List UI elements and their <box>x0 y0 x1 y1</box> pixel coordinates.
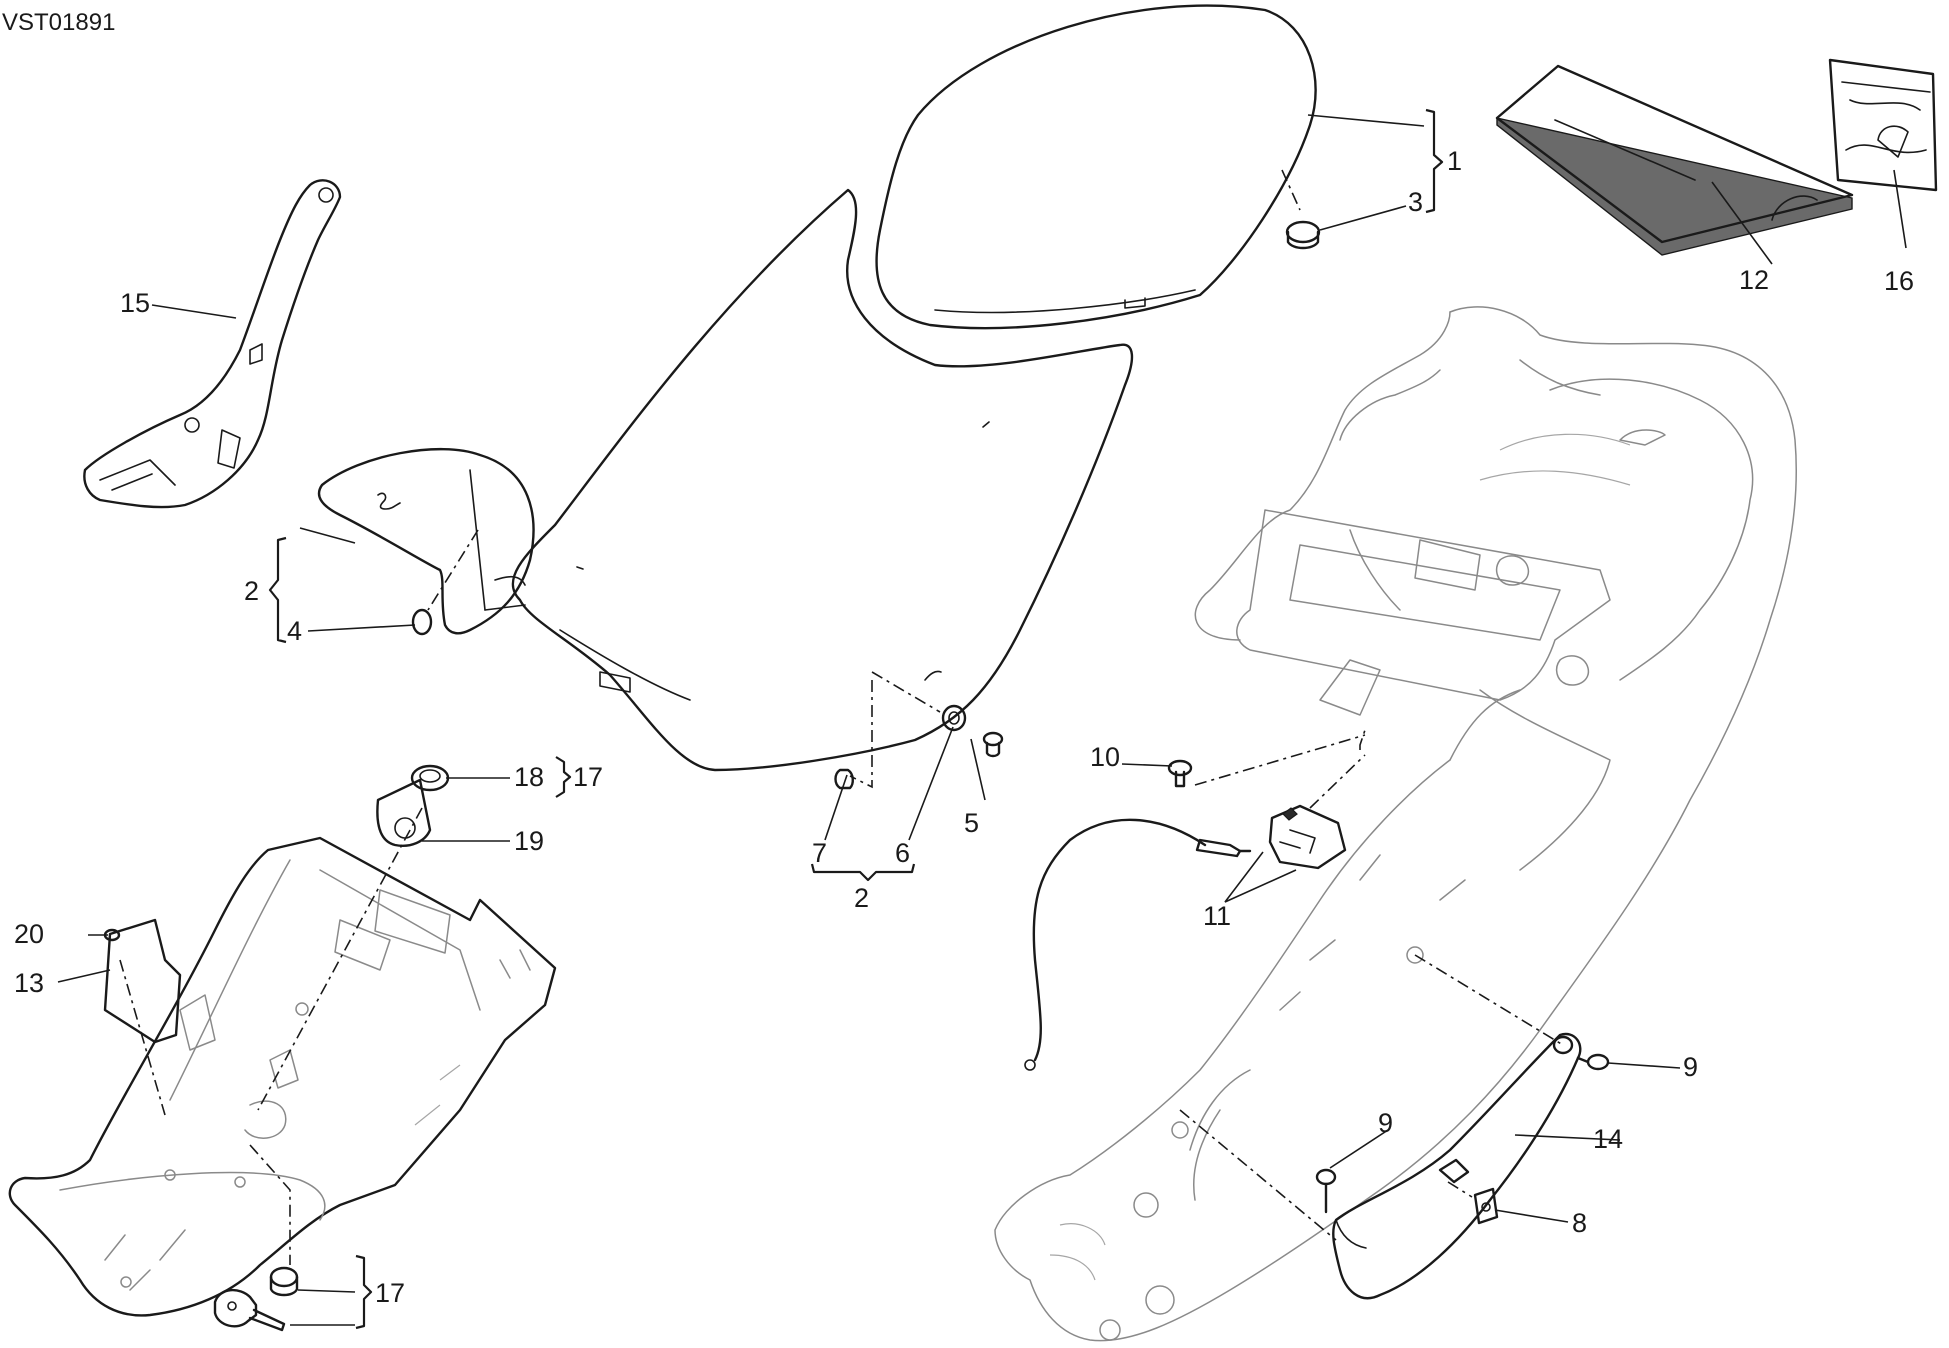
callout-16: 16 <box>1884 266 1914 296</box>
seat-support-bracket <box>83 179 342 509</box>
dash-line-9 <box>1414 954 1564 1046</box>
seat-fastener-screw <box>834 671 1004 790</box>
callout-10: 10 <box>1090 742 1120 772</box>
dash-line-8 <box>1447 1181 1473 1198</box>
seat-grab-tray <box>317 447 535 635</box>
dash-line-13 <box>119 959 166 1116</box>
callout-4: 4 <box>287 616 302 646</box>
ignition-key <box>213 1288 286 1332</box>
side-cover <box>1332 1032 1582 1300</box>
rubber-buffer <box>1285 220 1321 250</box>
rear-subframe <box>994 306 1797 1342</box>
dash-line-10 <box>1194 734 1366 786</box>
leader-lines <box>57 114 1907 1326</box>
owners-manual <box>1495 64 1854 256</box>
screw-9-right <box>1576 1053 1610 1071</box>
callout-9-lower: 9 <box>1378 1108 1393 1138</box>
tool-pouch <box>1828 58 1938 192</box>
callout-11: 11 <box>1203 901 1231 931</box>
callout-3: 3 <box>1408 187 1423 217</box>
undertray <box>8 836 557 1317</box>
seat-lock-barrel <box>269 1266 299 1297</box>
callout-15: 15 <box>120 288 150 318</box>
drawing-code: VST01891 <box>2 9 115 36</box>
callout-6: 6 <box>895 838 910 868</box>
braces <box>268 108 1444 1330</box>
callout-12: 12 <box>1739 265 1769 295</box>
grommet <box>411 608 433 636</box>
seat-lock-mechanism <box>1268 804 1347 870</box>
callout-20: 20 <box>14 919 44 949</box>
screw-10 <box>1167 759 1193 788</box>
passenger-seat <box>511 188 1134 772</box>
callout-2-left: 2 <box>244 576 259 606</box>
dash-line-9b <box>1179 1109 1337 1241</box>
callout-1: 1 <box>1447 146 1462 176</box>
callout-8: 8 <box>1572 1208 1587 1238</box>
dash-line-11 <box>1309 729 1366 809</box>
callout-labels: 1 3 12 16 15 2 4 5 6 7 2 10 11 9 9 14 8 … <box>14 146 1914 1308</box>
callout-13: 13 <box>14 968 44 998</box>
rider-seat <box>875 4 1317 330</box>
seat-lock-washer-plate <box>103 918 182 1044</box>
dash-line-19 <box>257 807 423 1111</box>
callout-9-right: 9 <box>1683 1052 1698 1082</box>
callout-17-top: 17 <box>573 762 603 792</box>
callout-14: 14 <box>1593 1124 1623 1154</box>
callout-2-bottom: 2 <box>854 883 869 913</box>
callout-5: 5 <box>964 808 979 838</box>
callout-7: 7 <box>812 838 827 868</box>
callout-18: 18 <box>514 762 544 792</box>
screw-9-lower <box>1315 1168 1337 1214</box>
clip-nut-8 <box>1473 1187 1499 1225</box>
hex-nut <box>410 764 450 792</box>
callout-17-bottom: 17 <box>375 1278 405 1308</box>
seat-release-cable <box>1024 818 1252 1071</box>
dash-line-17 <box>249 1144 291 1265</box>
callout-19: 19 <box>514 826 544 856</box>
